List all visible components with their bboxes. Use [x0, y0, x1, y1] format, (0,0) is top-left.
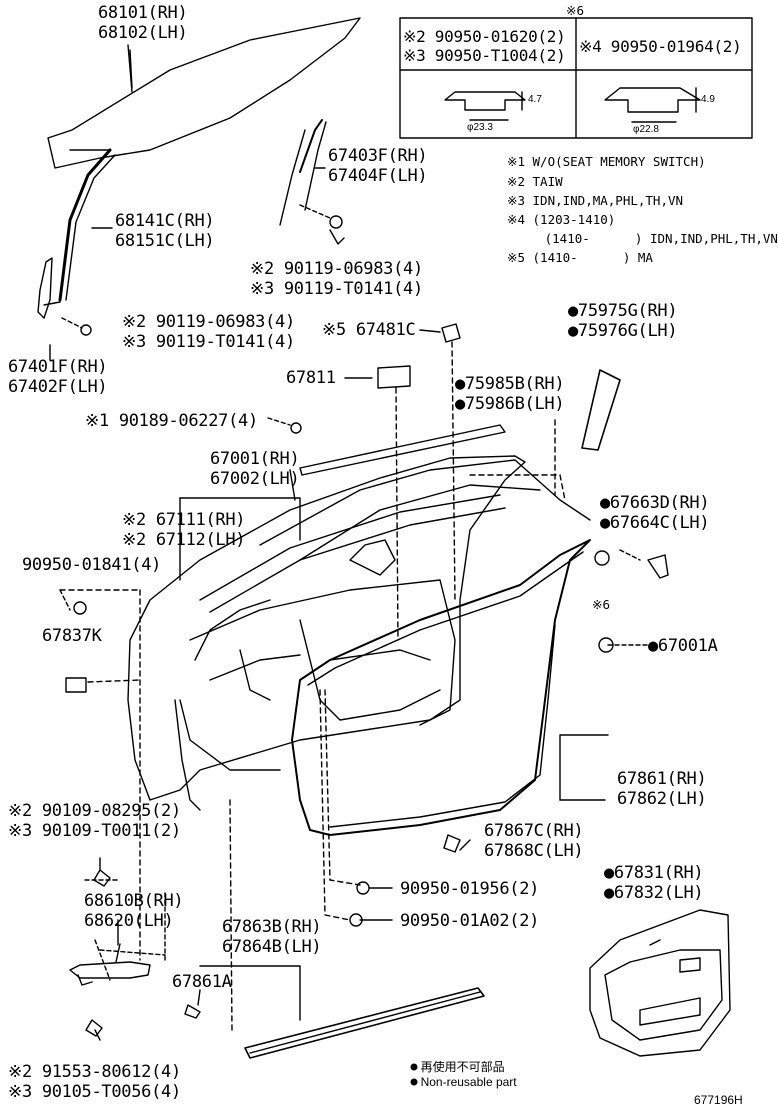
legend-en: ● Non-reusable part	[410, 1075, 517, 1089]
door-parts-diagram	[37, 17, 753, 1086]
label-67862: 67862(LH)	[617, 789, 707, 809]
label-67867c: 67867C(RH)	[484, 821, 584, 841]
label-75985b: ●75985B(RH)	[455, 374, 565, 394]
label-68151c: 68151C(LH)	[115, 231, 215, 251]
window-regulator	[37, 257, 53, 319]
label-67481c: ※5 67481C	[322, 320, 416, 340]
label-67002: 67002(LH)	[210, 469, 300, 489]
label-67861: 67861(RH)	[617, 769, 707, 789]
note-4: ※4 (1203-1410)	[507, 212, 616, 227]
label-68141c: 68141C(RH)	[115, 211, 215, 231]
label-67664c: ●67664C(LH)	[600, 513, 710, 533]
label-75976g: ●75976G(LH)	[568, 321, 678, 341]
label-90950-01841: 90950-01841(4)	[22, 555, 162, 575]
label-67868c: 67868C(LH)	[484, 841, 584, 861]
label-67402f: 67402F(LH)	[8, 377, 108, 397]
inset-right-line1: ※4 90950-01964(2)	[579, 37, 742, 56]
label-90119-t0141-lower: ※3 90119-T0141(4)	[122, 332, 295, 352]
door-trim-panel	[589, 909, 731, 1057]
label-67404f: 67404F(LH)	[328, 166, 428, 186]
label-67663d: ●67663D(RH)	[600, 493, 710, 513]
inset-header: ※6	[566, 3, 584, 18]
label-90950-01a02: 90950-01A02(2)	[400, 911, 540, 931]
label-68620: 68620(LH)	[84, 911, 174, 931]
label-67401f: 67401F(RH)	[8, 357, 108, 377]
label-68101: 68101(RH)	[98, 3, 188, 23]
label-90119-06983-lower: ※2 90119-06983(4)	[122, 312, 295, 332]
inset-dim-left-diameter: φ23.3	[467, 122, 493, 133]
label-67811: 67811	[286, 368, 336, 388]
label-67001a: ●67001A	[648, 636, 718, 656]
label-68102: 68102(LH)	[98, 23, 188, 43]
ref-note-6: ※6	[592, 597, 610, 612]
label-91553-80612: ※2 91553-80612(4)	[8, 1062, 181, 1082]
label-67831: ●67831(RH)	[604, 863, 704, 883]
label-90119-t0141-upper: ※3 90119-T0141(4)	[250, 279, 423, 299]
inset-left-line2: ※3 90950-T1004(2)	[403, 46, 566, 65]
label-67001: 67001(RH)	[210, 449, 300, 469]
inset-dim-right-diameter: φ22.8	[633, 124, 659, 135]
label-90105-t0056: ※3 90105-T0056(4)	[8, 1082, 181, 1102]
glass-run-channel	[58, 148, 112, 302]
door-glass	[47, 17, 361, 169]
inset-left-line1: ※2 90950-01620(2)	[403, 27, 566, 46]
label-67112: ※2 67112(LH)	[122, 530, 246, 550]
label-75975g: ●75975G(RH)	[568, 301, 678, 321]
note-4-cont: (1410- ) IDN,IND,PHL,TH,VN	[507, 231, 778, 246]
label-75986b: ●75986B(LH)	[455, 394, 565, 414]
label-67861a: 67861A	[172, 972, 232, 992]
door-weatherstrip	[291, 539, 591, 836]
inset-dim-right-height: 4.9	[701, 94, 715, 105]
label-67111: ※2 67111(RH)	[122, 510, 246, 530]
figure-id: 677196H	[694, 1093, 743, 1107]
label-90189-06227: ※1 90189-06227(4)	[85, 411, 258, 431]
label-67863b: 67863B(RH)	[222, 917, 322, 937]
label-67403f: 67403F(RH)	[328, 146, 428, 166]
label-90950-01956: 90950-01956(2)	[400, 879, 540, 899]
legend-jp: ● 再使用不可部品	[410, 1060, 505, 1074]
door-outer-panel	[127, 455, 526, 801]
label-67832: ●67832(LH)	[604, 883, 704, 903]
label-67837k: 67837K	[42, 626, 102, 646]
belt-moulding	[299, 424, 506, 476]
rocker-moulding	[244, 987, 485, 1059]
label-90109-08295: ※2 90109-08295(2)	[8, 801, 181, 821]
inset-dim-left-height: 4.7	[528, 94, 542, 105]
note-1: ※1 W/O(SEAT MEMORY SWITCH)	[507, 154, 706, 169]
door-check	[69, 961, 151, 979]
label-90119-06983-upper: ※2 90119-06983(4)	[250, 259, 423, 279]
note-5: ※5 (1410- ) MA	[507, 250, 653, 265]
label-90109-t0011: ※3 90109-T0011(2)	[8, 821, 181, 841]
label-67864b: 67864B(LH)	[222, 937, 322, 957]
note-3: ※3 IDN,IND,MA,PHL,TH,VN	[507, 193, 684, 208]
note-2: ※2 TAIW	[507, 174, 563, 189]
rear-run-channel	[299, 119, 323, 173]
label-68610b: 68610B(RH)	[84, 891, 184, 911]
